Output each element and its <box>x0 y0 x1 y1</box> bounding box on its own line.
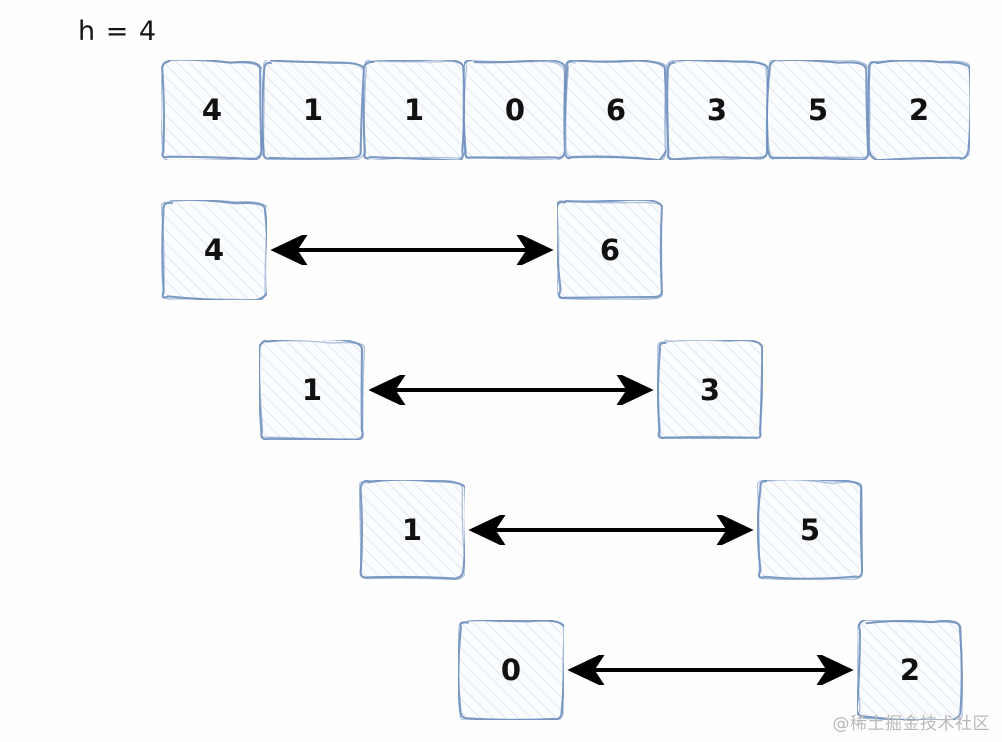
cell-value: 2 <box>908 92 930 127</box>
cell-value: 1 <box>301 372 323 407</box>
pair-4-6-arrow <box>263 235 561 265</box>
pair-0-2-arrow <box>560 655 861 685</box>
array-cell-6: 5 <box>767 60 869 160</box>
array-cell-3: 0 <box>464 60 566 160</box>
cell-value: 1 <box>401 512 423 547</box>
array-cell-0: 4 <box>161 60 263 160</box>
pair-1-5-right-box: 5 <box>757 480 863 580</box>
cell-value: 3 <box>706 92 728 127</box>
cell-value: 4 <box>201 92 223 127</box>
sketch-box-outline <box>161 60 263 160</box>
cell-value: 4 <box>203 232 225 267</box>
cell-value: 6 <box>599 232 621 267</box>
pair-4-6-right-box: 6 <box>557 200 663 300</box>
array-cell-1: 1 <box>262 60 364 160</box>
sketch-box-outline <box>464 60 566 160</box>
sketch-box-outline <box>767 60 869 160</box>
pair-1-5-left-box: 1 <box>359 480 465 580</box>
array-cell-5: 3 <box>666 60 768 160</box>
pair-0-2-left-box: 0 <box>458 620 564 720</box>
sketch-box-outline <box>565 60 667 160</box>
pair-4-6-left-box: 4 <box>161 200 267 300</box>
array-cell-2: 1 <box>363 60 465 160</box>
array-cell-4: 6 <box>565 60 667 160</box>
sketch-box-outline <box>161 200 267 300</box>
cell-value: 0 <box>504 92 526 127</box>
sketch-box-outline <box>363 60 465 160</box>
pair-0-2-right-box: 2 <box>857 620 963 720</box>
cell-value: 0 <box>500 652 522 687</box>
cell-value: 3 <box>699 372 721 407</box>
sketch-box-outline <box>262 60 364 160</box>
pair-1-3-left-box: 1 <box>259 340 365 440</box>
cell-value: 2 <box>899 652 921 687</box>
pair-1-3-arrow <box>361 375 661 405</box>
sketch-box-outline <box>757 480 863 580</box>
sketch-box-outline <box>657 340 763 440</box>
pair-1-5-arrow <box>461 515 761 545</box>
cell-value: 5 <box>807 92 829 127</box>
watermark-text: @稀土掘金技术社区 <box>832 714 990 734</box>
cell-value: 5 <box>799 512 821 547</box>
array-cell-7: 2 <box>868 60 970 160</box>
sketch-box-outline <box>359 480 465 580</box>
sketch-box-outline <box>666 60 768 160</box>
cell-value: 1 <box>302 92 324 127</box>
gap-label: h = 4 <box>78 16 158 47</box>
cell-value: 1 <box>403 92 425 127</box>
sketch-box-outline <box>868 60 970 160</box>
sketch-box-outline <box>557 200 663 300</box>
sketch-box-outline <box>259 340 365 440</box>
sketch-box-outline <box>458 620 564 720</box>
sketch-box-outline <box>857 620 963 720</box>
cell-value: 6 <box>605 92 627 127</box>
pair-1-3-right-box: 3 <box>657 340 763 440</box>
